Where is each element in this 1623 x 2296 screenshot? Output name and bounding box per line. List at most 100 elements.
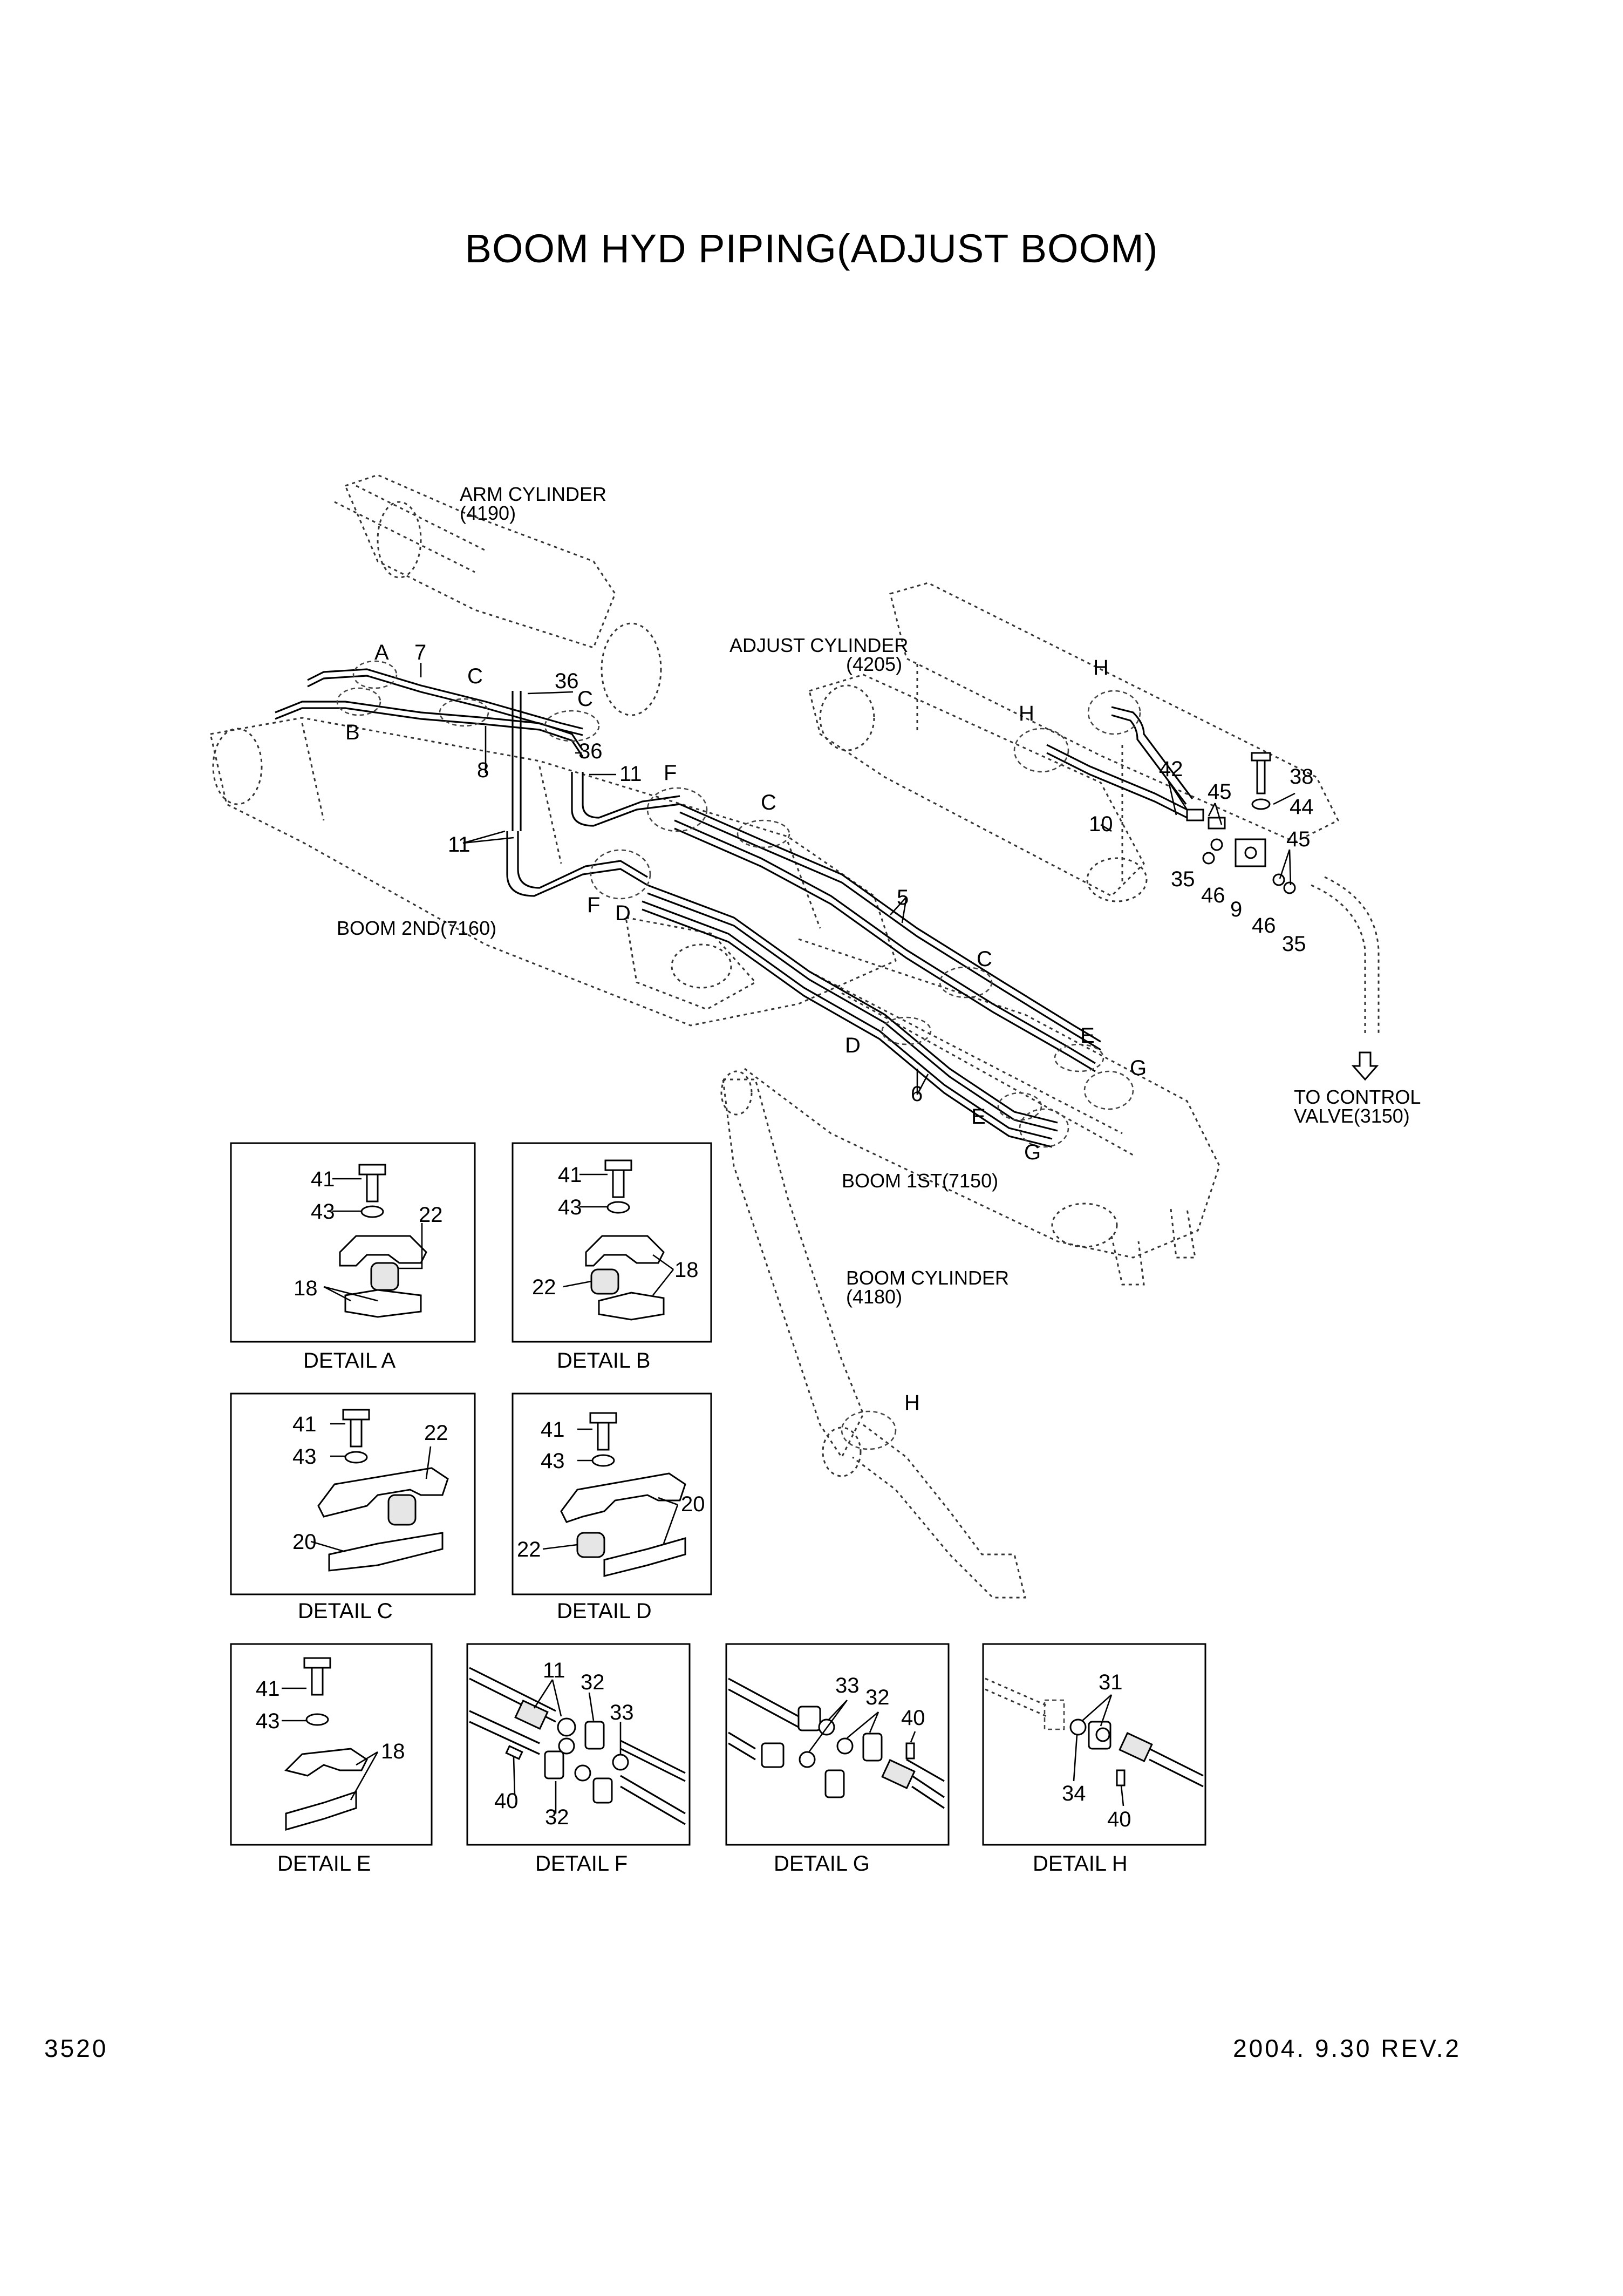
pipe-8 bbox=[275, 701, 584, 757]
callout-G-1: G bbox=[1130, 1056, 1147, 1080]
boom-1st-label: BOOM 1ST(7150) bbox=[842, 1170, 998, 1192]
arm-cylinder-number: (4190) bbox=[460, 502, 516, 524]
detail-H-box: 31 34 40 bbox=[982, 1643, 1206, 1846]
detail-E-label-18: 18 bbox=[381, 1740, 405, 1763]
callout-C-4: C bbox=[977, 947, 992, 971]
callout-35-b: 35 bbox=[1282, 932, 1306, 956]
callout-G-2: G bbox=[1024, 1140, 1041, 1164]
adjust-cylinder-label: ADJUST CYLINDER bbox=[729, 634, 908, 656]
detail-C-box: 41 43 22 20 bbox=[230, 1392, 476, 1595]
detail-C-label-22: 22 bbox=[424, 1421, 448, 1445]
detail-D-label-22: 22 bbox=[517, 1538, 541, 1561]
detail-H-label-34: 34 bbox=[1062, 1782, 1086, 1805]
detail-callout-circles bbox=[336, 660, 1141, 1450]
detail-C-label-20: 20 bbox=[292, 1530, 317, 1554]
callout-F-1: F bbox=[664, 761, 677, 785]
boom-cylinder-outline bbox=[720, 1070, 1026, 1599]
adjust-cylinder-number: (4205) bbox=[846, 653, 902, 675]
control-valve-hoses bbox=[1311, 876, 1380, 1036]
fittings-42-46 bbox=[1186, 752, 1296, 894]
page-number: 3520 bbox=[44, 2034, 108, 2062]
callout-44: 44 bbox=[1290, 795, 1314, 819]
detail-A-box: 41 43 22 18 bbox=[230, 1142, 476, 1343]
callout-7: 7 bbox=[414, 641, 426, 664]
detail-G-caption: DETAIL G bbox=[774, 1852, 870, 1876]
detail-F-label-32-b: 32 bbox=[545, 1805, 569, 1829]
callout-A: A bbox=[374, 641, 389, 664]
arm-cylinder-label: ARM CYLINDER bbox=[460, 483, 606, 505]
callout-H-3: H bbox=[904, 1391, 920, 1415]
callout-E-1: E bbox=[1080, 1024, 1095, 1048]
detail-B-box: 41 43 18 22 bbox=[512, 1142, 712, 1343]
callout-H-2: H bbox=[1019, 702, 1034, 725]
detail-G-label-32: 32 bbox=[865, 1686, 890, 1709]
callout-46-a: 46 bbox=[1201, 884, 1225, 907]
callout-11-a: 11 bbox=[619, 762, 642, 786]
adjust-cylinder-outline bbox=[808, 582, 1340, 902]
callout-11-b: 11 bbox=[448, 833, 470, 857]
detail-E-box: 41 43 18 bbox=[230, 1643, 433, 1846]
boom-cylinder-number: (4180) bbox=[846, 1286, 902, 1308]
detail-H-label-40: 40 bbox=[1107, 1808, 1131, 1831]
boom-2nd-label: BOOM 2ND(7160) bbox=[337, 917, 496, 939]
callout-F-2: F bbox=[587, 893, 600, 917]
detail-F-label-33: 33 bbox=[610, 1701, 634, 1724]
callout-35-a: 35 bbox=[1171, 867, 1195, 891]
pipe-10 bbox=[1046, 706, 1194, 819]
callout-36-a: 36 bbox=[555, 669, 579, 693]
callout-D-2: D bbox=[845, 1034, 861, 1057]
detail-E-caption: DETAIL E bbox=[277, 1852, 371, 1876]
pipe-11-lower bbox=[506, 831, 648, 897]
detail-G-label-33: 33 bbox=[835, 1674, 860, 1697]
detail-C-label-43: 43 bbox=[292, 1445, 317, 1469]
callout-46-b: 46 bbox=[1252, 914, 1276, 938]
detail-C-label-41: 41 bbox=[292, 1412, 317, 1436]
detail-D-label-43: 43 bbox=[541, 1449, 565, 1473]
detail-B-label-18: 18 bbox=[674, 1258, 699, 1282]
detail-H-caption: DETAIL H bbox=[1033, 1852, 1128, 1876]
detail-D-box: 41 43 20 22 bbox=[512, 1392, 712, 1595]
callout-45-b: 45 bbox=[1286, 827, 1311, 851]
pipe-5 bbox=[674, 803, 1101, 1072]
vertical-pipes bbox=[512, 691, 522, 831]
detail-A-label-43: 43 bbox=[311, 1200, 335, 1224]
callout-B: B bbox=[345, 721, 360, 744]
callout-38: 38 bbox=[1290, 765, 1314, 789]
control-valve-label: TO CONTROL bbox=[1294, 1086, 1421, 1108]
callout-36-b: 36 bbox=[578, 739, 603, 763]
callout-42: 42 bbox=[1159, 757, 1183, 781]
control-valve-number: VALVE(3150) bbox=[1294, 1105, 1410, 1127]
callout-H-1: H bbox=[1093, 656, 1109, 680]
boom-1st-outline bbox=[744, 938, 1220, 1286]
detail-A-label-18: 18 bbox=[294, 1276, 318, 1300]
detail-C-caption: DETAIL C bbox=[298, 1599, 393, 1623]
detail-D-label-41: 41 bbox=[541, 1418, 565, 1442]
detail-A-label-41: 41 bbox=[311, 1167, 335, 1191]
callout-D-1: D bbox=[615, 901, 631, 925]
detail-B-label-22: 22 bbox=[532, 1275, 556, 1299]
detail-F-label-32-a: 32 bbox=[581, 1670, 605, 1694]
callout-8: 8 bbox=[477, 758, 489, 782]
detail-E-label-43: 43 bbox=[256, 1709, 280, 1733]
detail-F-box: 11 32 33 40 32 bbox=[466, 1643, 691, 1846]
pipe-6 bbox=[642, 884, 1058, 1148]
detail-G-label-40: 40 bbox=[901, 1706, 925, 1730]
detail-D-caption: DETAIL D bbox=[557, 1599, 652, 1623]
revision-date: 2004. 9.30 REV.2 bbox=[1233, 2034, 1461, 2062]
flow-arrow-icon bbox=[1351, 1051, 1379, 1081]
callout-C-1: C bbox=[467, 664, 483, 688]
detail-F-label-11: 11 bbox=[543, 1659, 565, 1682]
detail-B-caption: DETAIL B bbox=[557, 1349, 650, 1373]
main-callouts: A 7 B C 8 36 C 36 11 F 11 C F D 5 C D 6 … bbox=[345, 641, 1314, 1415]
pipe-11-upper bbox=[571, 772, 680, 827]
detail-B-label-43: 43 bbox=[558, 1195, 582, 1219]
detail-E-label-41: 41 bbox=[256, 1677, 280, 1701]
detail-A-label-22: 22 bbox=[419, 1203, 443, 1227]
boom-cylinder-label: BOOM CYLINDER bbox=[846, 1267, 1009, 1289]
detail-B-label-41: 41 bbox=[558, 1163, 582, 1187]
detail-H-label-31: 31 bbox=[1099, 1670, 1123, 1694]
arm-cylinder-outline bbox=[334, 474, 662, 716]
detail-F-caption: DETAIL F bbox=[535, 1852, 628, 1876]
detail-F-label-40: 40 bbox=[494, 1789, 519, 1813]
